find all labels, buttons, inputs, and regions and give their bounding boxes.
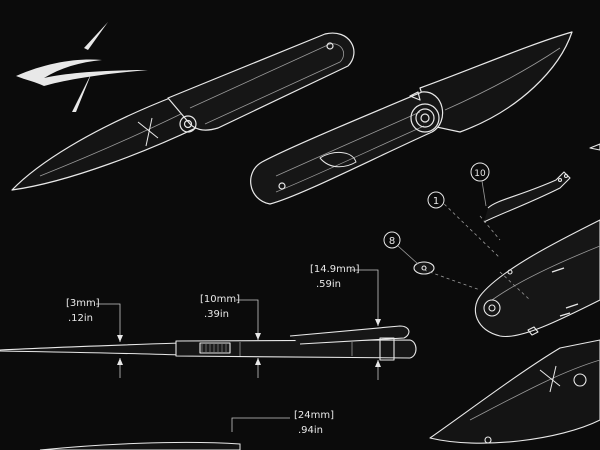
dimension-3mm-metric: [3mm]	[66, 298, 100, 309]
knife-open-view-2	[250, 31, 573, 205]
knife2-pivot-ring	[410, 103, 440, 133]
dimension-10mm: [10mm] .39in	[200, 294, 240, 320]
knife2-handle	[250, 91, 444, 205]
exploded-blade-lower	[429, 339, 600, 444]
profile-spacer	[199, 342, 231, 354]
callout-1-label: 1	[433, 196, 439, 207]
knife2-handle-inner	[275, 111, 425, 193]
knife2-thumb-cutout	[319, 152, 357, 168]
exploded-washer-8	[413, 261, 435, 275]
exploded-clip	[483, 171, 571, 223]
dimension-24mm-metric: [24mm]	[294, 410, 334, 421]
callout-8: 8	[383, 231, 419, 265]
dimension-3mm-imperial: .12in	[68, 313, 93, 324]
callout-10-label: 10	[474, 169, 486, 179]
exploded-detent	[527, 326, 539, 336]
profile-clip	[289, 325, 410, 345]
profile-handle	[175, 339, 417, 359]
callout-8-label: 8	[389, 236, 395, 247]
knife2-blade-grind	[444, 47, 561, 111]
knife2-thumb-stud	[409, 91, 421, 101]
lower-blade-edge	[39, 441, 241, 450]
knife1-rear-screw	[326, 42, 334, 50]
dimension-10mm-imperial: .39in	[204, 309, 229, 320]
knife1-handle-inlay	[189, 43, 344, 125]
dimension-3mm: [3mm] .12in	[66, 298, 100, 324]
dimension-arrows	[117, 319, 381, 367]
exploded-view	[413, 143, 600, 444]
exploded-clip-tab	[589, 143, 600, 151]
knife2-blade	[419, 31, 573, 133]
callout-1: 1	[427, 191, 445, 209]
knife1-pivot	[179, 115, 197, 133]
exploded-pivot-hole	[483, 299, 501, 317]
dimension-24mm: [24mm] .94in	[294, 410, 334, 436]
dimension-14-9mm-metric: [14.9mm]	[310, 264, 360, 275]
knife1-logo-mark	[137, 117, 159, 147]
knife-open-view-1	[11, 32, 355, 191]
knife1-blade-grind	[39, 111, 186, 177]
dimension-10mm-metric: [10mm]	[200, 294, 240, 305]
dimension-lines	[96, 269, 379, 432]
profile-pivot-cap	[379, 337, 395, 361]
dimension-14-9mm: [14.9mm] .59in	[310, 264, 360, 290]
dimension-14-9mm-imperial: .59in	[316, 279, 341, 290]
cross-swoosh-logo-icon	[16, 22, 148, 112]
exploded-pins	[551, 267, 579, 317]
dimension-24mm-imperial: .94in	[298, 425, 323, 436]
knife2-screw	[278, 182, 286, 190]
callout-10: 10	[470, 162, 490, 207]
knife-spine-profile	[0, 325, 417, 361]
